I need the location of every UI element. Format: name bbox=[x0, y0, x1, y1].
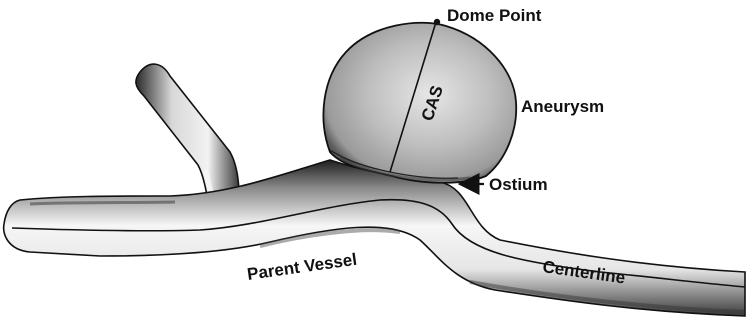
parent-vessel-label: Parent Vessel bbox=[246, 250, 358, 284]
aneurysm-dome bbox=[323, 23, 516, 183]
ostium-label: Ostium bbox=[489, 175, 548, 194]
dome-point-marker bbox=[434, 19, 440, 25]
dome-point-label: Dome Point bbox=[447, 6, 542, 25]
aneurysm-label: Aneurysm bbox=[521, 97, 604, 116]
parent-vessel-body bbox=[4, 160, 745, 316]
